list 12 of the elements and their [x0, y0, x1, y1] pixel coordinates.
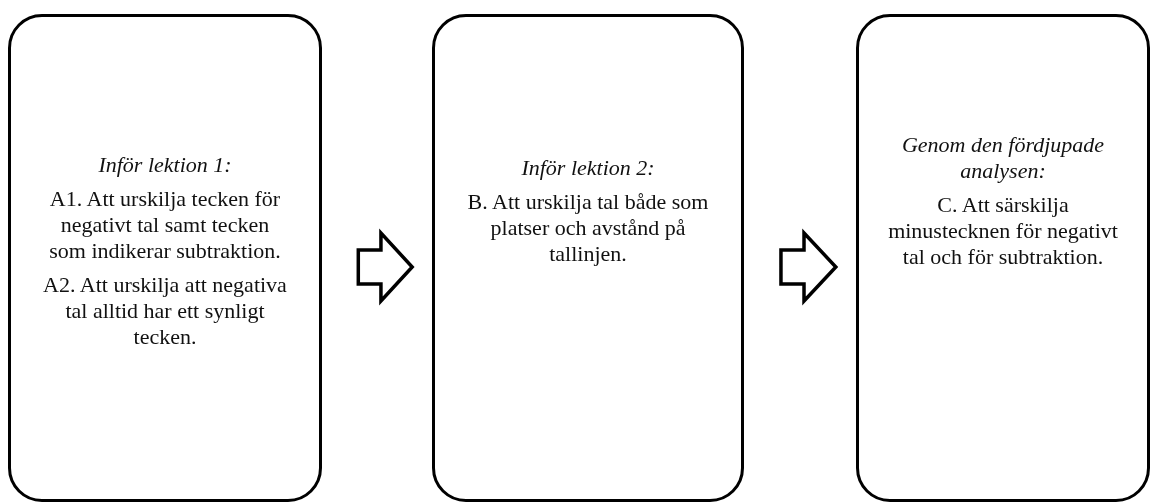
body-text: C. Att särskilja minustecknen för negativt tal och för subtraktion.	[887, 192, 1119, 270]
rounded-box	[856, 14, 1150, 502]
body-text: B. Att urskilja tal både som platser och avstånd på tallinjen.	[466, 189, 710, 267]
rounded-box	[8, 14, 322, 502]
block-arrow	[779, 228, 839, 306]
heading: Inför lektion 2:	[520, 155, 656, 181]
rounded-box	[432, 14, 744, 502]
heading: Genom den fördjupade analysen:	[900, 132, 1105, 184]
block-arrow	[356, 228, 415, 306]
body-text: A1. Att urskilja tecken för negativt tal samt tecken som indikerar subtraktion.	[48, 186, 282, 264]
heading: Inför lektion 1:	[97, 152, 233, 178]
body-text: A2. Att urskilja att negativa tal alltid har ett synligt tecken.	[42, 272, 288, 350]
